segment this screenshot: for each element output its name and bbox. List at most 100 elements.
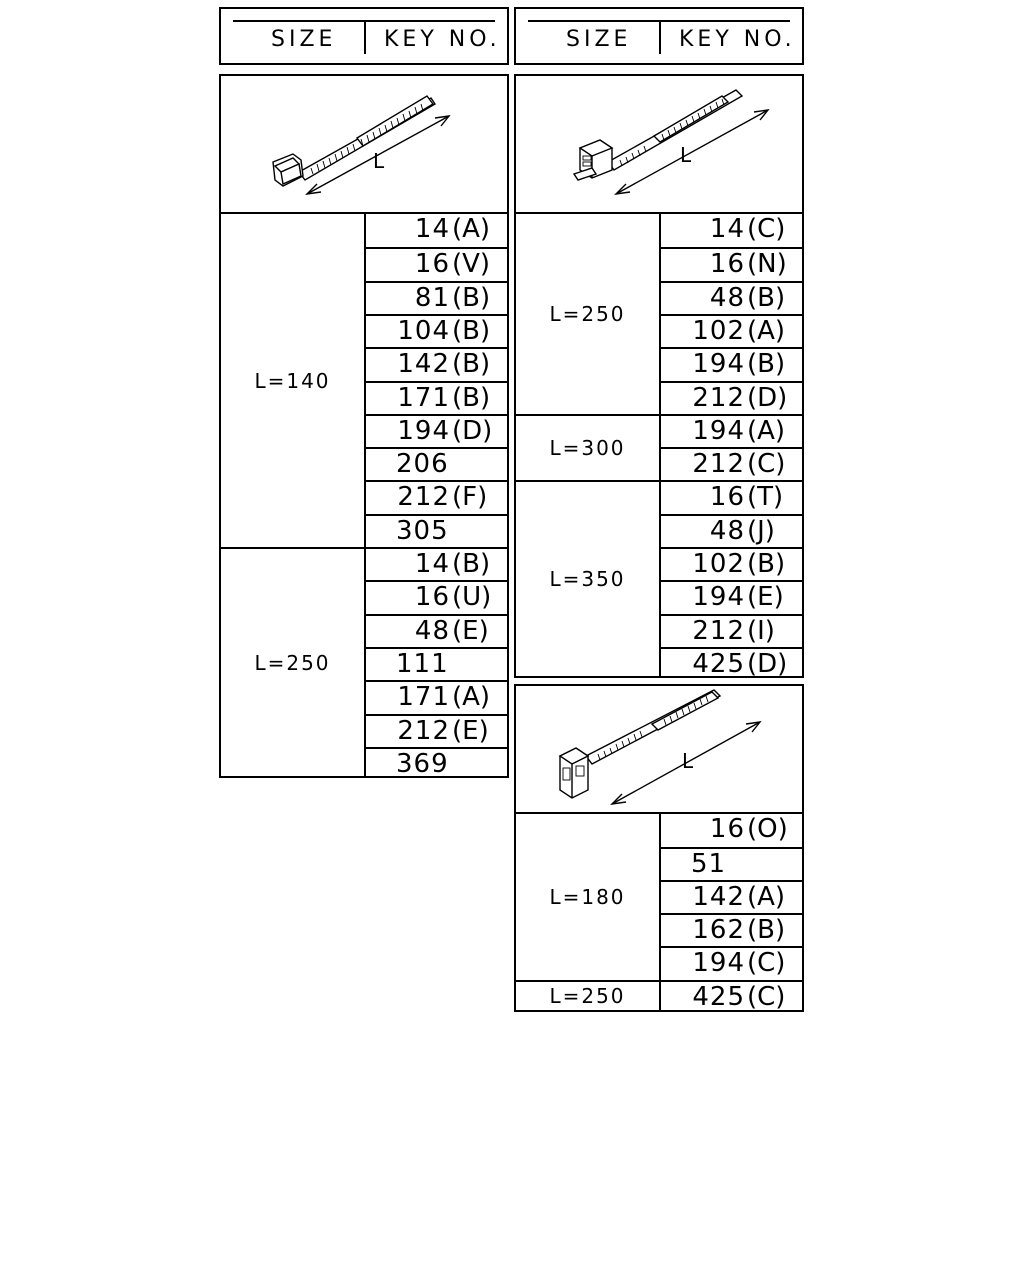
key-row: 102(A) bbox=[661, 313, 802, 347]
key-number: 142 bbox=[397, 349, 450, 380]
key-suffix: (B) bbox=[747, 282, 786, 313]
header-divider bbox=[659, 22, 661, 54]
key-number: 48 bbox=[709, 515, 745, 546]
key-row: 206 bbox=[366, 447, 507, 480]
size-group: L=250 bbox=[549, 302, 626, 326]
header-box-left: SIZE KEY NO. bbox=[219, 7, 509, 65]
key-suffix: (C) bbox=[747, 449, 786, 480]
key-row: 16(V) bbox=[366, 247, 507, 280]
key-row: 16(T) bbox=[661, 480, 802, 513]
key-row: 16(U) bbox=[366, 580, 507, 613]
key-row: 194(E) bbox=[661, 580, 802, 613]
key-number: 369 bbox=[396, 748, 449, 779]
key-number: 81 bbox=[414, 282, 450, 313]
header-rule bbox=[528, 20, 790, 22]
key-number: 14 bbox=[709, 214, 745, 244]
key-number: 14 bbox=[414, 549, 450, 579]
key-number: 171 bbox=[397, 382, 450, 413]
key-number: 194 bbox=[692, 582, 745, 613]
header-size-label: SIZE bbox=[271, 27, 337, 52]
key-number: 102 bbox=[692, 549, 745, 579]
key-number: 142 bbox=[692, 882, 745, 913]
key-row: 111 bbox=[366, 646, 507, 680]
key-suffix: (U) bbox=[452, 582, 492, 613]
key-number: 194 bbox=[692, 349, 745, 380]
key-number: 102 bbox=[692, 315, 745, 346]
size-group: L=140 bbox=[254, 368, 331, 393]
key-column: 14(A)16(V)81(B)104(B)142(B)171(B)194(D)2… bbox=[366, 214, 507, 779]
key-row: 369 bbox=[366, 746, 507, 780]
key-suffix: (D) bbox=[747, 648, 788, 679]
key-row: 212(D) bbox=[661, 380, 802, 414]
right-bottom-image-cell: L bbox=[516, 686, 802, 814]
size-group: L=250 bbox=[221, 547, 364, 776]
dimension-label: L bbox=[680, 143, 692, 167]
right-top-image-cell: L bbox=[516, 76, 802, 214]
key-suffix: (J) bbox=[747, 515, 775, 546]
key-suffix: (C) bbox=[747, 214, 786, 244]
key-suffix: (E) bbox=[452, 615, 489, 646]
key-suffix: (B) bbox=[452, 549, 491, 579]
key-row: 194(A) bbox=[661, 413, 802, 447]
key-number: 206 bbox=[396, 449, 449, 480]
key-number: 48 bbox=[709, 282, 745, 313]
key-suffix: (B) bbox=[452, 382, 491, 413]
key-suffix: (B) bbox=[452, 315, 491, 346]
key-number: 162 bbox=[692, 915, 745, 946]
key-number: 171 bbox=[397, 682, 450, 713]
dimension-label: L bbox=[373, 149, 385, 173]
key-row: 171(B) bbox=[366, 380, 507, 414]
key-number: 194 bbox=[692, 948, 745, 979]
key-row: 194(C) bbox=[661, 946, 802, 979]
key-row: 142(B) bbox=[366, 347, 507, 380]
key-suffix: (C) bbox=[747, 981, 786, 1012]
header-key-label: KEY NO. bbox=[679, 27, 796, 52]
key-row: 212(E) bbox=[366, 713, 507, 747]
key-suffix: (D) bbox=[747, 382, 788, 413]
key-suffix: (B) bbox=[747, 349, 786, 380]
cable-tie-clip-icon: L bbox=[558, 689, 762, 805]
size-column: L=180 L=250 bbox=[516, 814, 661, 1010]
header-box-right: SIZE KEY NO. bbox=[514, 7, 804, 65]
key-suffix: (E) bbox=[452, 715, 489, 746]
cable-tie-standard-icon: L bbox=[272, 95, 451, 195]
key-suffix: (C) bbox=[747, 948, 786, 979]
key-number: 212 bbox=[692, 382, 745, 413]
key-row: 142(A) bbox=[661, 880, 802, 913]
cable-tie-anchor-icon: L bbox=[572, 89, 770, 195]
key-number: 212 bbox=[397, 482, 450, 513]
key-suffix: (A) bbox=[747, 415, 786, 446]
key-number: 14 bbox=[414, 214, 450, 244]
key-suffix: (N) bbox=[747, 249, 787, 280]
key-row: 194(B) bbox=[661, 347, 802, 380]
key-row: 48(E) bbox=[366, 613, 507, 647]
left-image-cell: L bbox=[221, 76, 507, 214]
key-number: 16 bbox=[414, 582, 450, 613]
key-row: 81(B) bbox=[366, 280, 507, 314]
dimension-label: L bbox=[682, 749, 694, 773]
key-number: 212 bbox=[397, 715, 450, 746]
key-number: 212 bbox=[692, 615, 745, 646]
key-suffix: (D) bbox=[452, 415, 493, 446]
key-number: 194 bbox=[692, 415, 745, 446]
key-number: 305 bbox=[396, 515, 449, 546]
size-group: L=350 bbox=[516, 480, 659, 676]
key-row: 48(J) bbox=[661, 513, 802, 547]
size-group: L=250 bbox=[516, 980, 659, 1010]
key-row: 425(D) bbox=[661, 646, 802, 680]
key-row: 14(C) bbox=[661, 214, 802, 247]
key-number: 194 bbox=[397, 415, 450, 446]
header-divider bbox=[364, 22, 366, 54]
key-row: 16(N) bbox=[661, 247, 802, 280]
right-top-panel: L L=250 L=300 L=350 14(C)16(N)48(B)102(A… bbox=[514, 74, 804, 680]
key-row: 16(O) bbox=[661, 814, 802, 847]
key-suffix: (A) bbox=[747, 315, 786, 346]
key-number: 212 bbox=[692, 449, 745, 480]
key-suffix: (B) bbox=[747, 549, 786, 579]
key-number: 16 bbox=[709, 249, 745, 280]
key-row: 305 bbox=[366, 513, 507, 547]
key-number: 111 bbox=[396, 648, 449, 679]
key-row: 14(A) bbox=[366, 214, 507, 247]
